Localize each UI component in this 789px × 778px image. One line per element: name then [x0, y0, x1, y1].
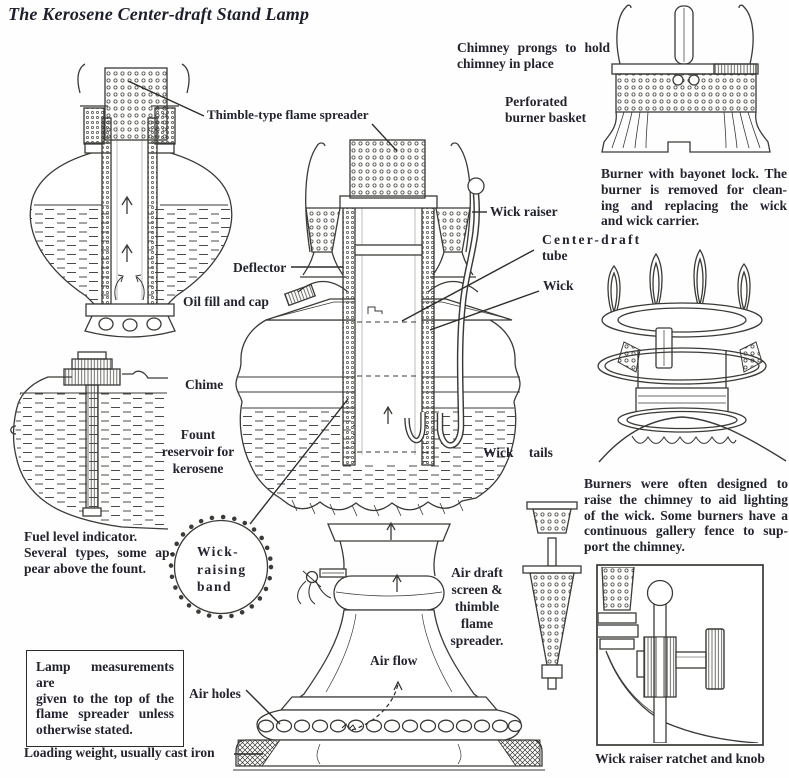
- deflector-cups: [297, 207, 479, 293]
- label-thimble-flame-spreader: Thimble-type flame spreader: [207, 107, 369, 122]
- label-line: raising: [197, 561, 247, 577]
- wick-tails-tube: [404, 412, 426, 444]
- cast-iron-plinth: [235, 739, 543, 767]
- figure-main-stand-lamp: [233, 139, 545, 771]
- figure-ratchet-and-knob: [596, 564, 764, 746]
- figure-gallery-burner: [597, 248, 787, 463]
- label-chime: Chime: [185, 377, 224, 392]
- leader-thimble-right: [371, 123, 398, 152]
- label-line: Perforated: [505, 94, 568, 109]
- label-wick-raiser: Wick raiser: [490, 204, 558, 219]
- note-fuel-indicator: Fuel level indicator. Several types, som…: [24, 529, 174, 576]
- airflow-arrows: [114, 195, 145, 301]
- label-wick-tails: Wick tails: [483, 445, 553, 460]
- label-line: burner basket: [505, 109, 587, 125]
- indicator-tube: [85, 384, 99, 510]
- label-line: reservoir for: [161, 444, 235, 459]
- note-line: otherwise stated.: [36, 722, 133, 738]
- page-title: The Kerosene Center-draft Stand Lamp: [8, 4, 310, 24]
- label-wick-raising-band: Wick- raising band: [197, 543, 247, 596]
- label-line: spreader.: [450, 633, 504, 648]
- label-line: thimble: [454, 599, 500, 614]
- figure-wick-raising-band: [168, 514, 347, 620]
- air-holes-row: [257, 719, 523, 733]
- caption-ratchet-knob: Wick raiser ratchet and knob: [595, 751, 765, 766]
- label-chimney-prongs: Chimney prongs to hold chimney in place: [457, 40, 610, 72]
- label-line: Wick-: [197, 544, 240, 559]
- note-line: ing and replacing the wick: [601, 197, 787, 213]
- note-line: continuous gallery fence to sup-: [584, 523, 788, 539]
- label-line: band: [197, 579, 232, 594]
- label-perforated-basket: Perforated burner basket: [505, 94, 586, 126]
- figure-bayonet-burner: [601, 4, 771, 153]
- label-air-flow: Air flow: [370, 653, 418, 668]
- figure-fuel-level-indicator: [10, 351, 169, 530]
- label-line: Fount: [180, 427, 216, 442]
- note-line: Several types, some ap-: [24, 544, 174, 560]
- note-line: Burners were often designed to: [584, 476, 788, 491]
- note-measurements: Lamp measurements are given to the top o…: [26, 650, 184, 747]
- note-line: raise the chimney to aid lighting: [584, 491, 788, 507]
- label-deflector: Deflector: [233, 260, 287, 275]
- label-air-draft-screen: Air draft screen & thimble flame spreade…: [444, 564, 510, 649]
- leader-wick: [429, 290, 540, 331]
- label-fount-reservoir: Fount reservoir for kerosene: [158, 426, 238, 477]
- note-line: of the wick. Some burners have a: [584, 507, 788, 523]
- label-line: Air draft: [451, 565, 503, 580]
- note-line: flame spreader unless: [36, 706, 174, 722]
- note-line: Burner with bayonet lock. The: [601, 166, 787, 181]
- note-bayonet-lock: Burner with bayonet lock. The burner is …: [601, 166, 787, 229]
- air-flow-arrow: [341, 680, 403, 731]
- label-line: screen &: [451, 582, 503, 597]
- label-center-draft-tube: Center-draft tube: [542, 232, 641, 264]
- label-line: Chimney prongs to hold: [457, 40, 610, 55]
- knurled-knob: [705, 628, 725, 690]
- figure-air-draft-screen-cone: [522, 501, 582, 690]
- wick-raiser-key: [297, 568, 347, 605]
- bayonet-skirt: [601, 111, 771, 153]
- leader-wick-band: [249, 398, 349, 525]
- note-line: Fuel level indicator.: [24, 529, 138, 544]
- note-line: and wick carrier.: [601, 213, 700, 229]
- label-line: flame: [460, 616, 494, 631]
- note-line: pear above the fount.: [24, 560, 147, 576]
- note-line: burner is removed for clean-: [601, 181, 787, 197]
- label-line: Center-draft: [542, 232, 642, 247]
- airflow-arrows-main: [383, 405, 402, 592]
- leader-thimble-left: [127, 80, 205, 117]
- label-loading-weight: Loading weight, usually cast iron: [24, 745, 215, 760]
- leader-air-holes: [245, 689, 281, 725]
- label-air-holes: Air holes: [189, 686, 241, 701]
- oil-filler-cap: [283, 283, 317, 307]
- note-line: Lamp measurements are: [36, 659, 174, 690]
- center-draft-tube-wall: [342, 196, 356, 466]
- note-line: port the chimney.: [584, 539, 685, 555]
- wick-raiser-rod: [436, 177, 485, 449]
- leader-lines: [127, 80, 540, 755]
- label-oil-fill-cap: Oil fill and cap: [183, 294, 269, 309]
- label-line: chimney in place: [457, 55, 554, 71]
- label-line: kerosene: [172, 461, 224, 476]
- label-line: tube: [542, 247, 568, 263]
- label-wick: Wick: [543, 278, 574, 293]
- flame-spreader: [349, 139, 426, 199]
- leader-center-draft: [401, 249, 535, 322]
- perforated-band: [615, 73, 757, 113]
- note-line: given to the top of the: [36, 690, 174, 706]
- note-gallery-burners: Burners were often designed to raise the…: [584, 476, 788, 555]
